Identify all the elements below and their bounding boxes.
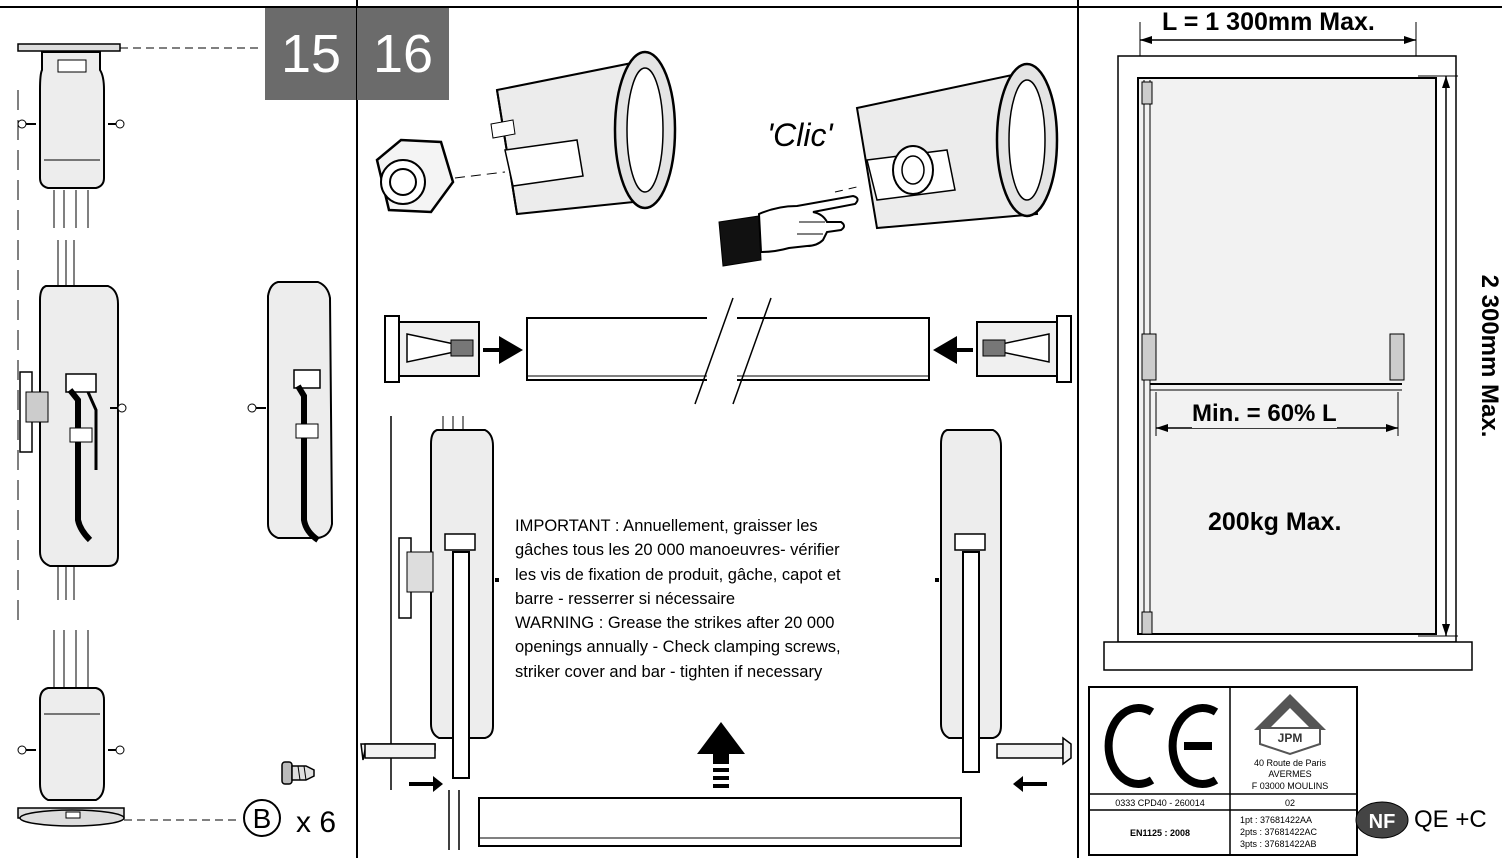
up-arrow-icon bbox=[697, 722, 745, 788]
address-line: F 03000 MOULINS bbox=[1252, 781, 1329, 791]
hex-nut bbox=[375, 138, 455, 214]
ref-line: 3pts : 37681422AB bbox=[1240, 839, 1317, 849]
height-dimension bbox=[1418, 75, 1458, 637]
screw-icon bbox=[17, 745, 36, 755]
top-latch-device bbox=[39, 51, 105, 228]
screw-icon bbox=[996, 736, 1072, 766]
jpm-brand: JPM bbox=[1278, 731, 1303, 745]
panel-step-16: 'Clic' bbox=[357, 0, 1078, 858]
screw-icon bbox=[110, 403, 127, 413]
nf-qe-label: QE +C bbox=[1414, 806, 1487, 833]
height-limit-label: 2 300mm Max. bbox=[1476, 275, 1502, 438]
cpd-number: 0333 CPD40 - 260014 bbox=[1115, 798, 1205, 808]
note-line-fr: IMPORTANT : Annuellement, graisser les bbox=[515, 517, 818, 535]
ref-line: 2pts : 37681422AC bbox=[1240, 827, 1318, 837]
load-limit-label: 200kg Max. bbox=[1208, 508, 1342, 536]
min-bar-label: Min. = 60% L bbox=[1192, 400, 1337, 428]
note-line-fr: les vis de fixation de produit, gâche, c… bbox=[515, 565, 841, 584]
maintenance-note: IMPORTANT : Annuellement, graisser les g… bbox=[515, 514, 915, 684]
screw-b-badge bbox=[243, 799, 281, 837]
certification-block: JPM 40 Route de Paris AVERMES F 03000 MO… bbox=[1088, 686, 1358, 856]
lower-left-device bbox=[390, 416, 499, 850]
end-fitting-left bbox=[384, 315, 480, 383]
note-line-en: striker cover and bar - tighten if neces… bbox=[515, 662, 823, 681]
door-frame bbox=[1103, 55, 1473, 671]
step-16-drawing: 'Clic' bbox=[360, 50, 1072, 850]
screw-b-icon bbox=[281, 761, 315, 785]
arrow-right-small bbox=[409, 776, 443, 792]
note-line-en: openings annually - Check clamping screw… bbox=[515, 638, 841, 657]
cover-device bbox=[267, 281, 334, 543]
step-number-16: 16 bbox=[357, 8, 449, 100]
step-number-15: 15 bbox=[265, 8, 357, 100]
insertion-line bbox=[454, 171, 506, 179]
middle-lock-device bbox=[19, 240, 119, 600]
end-cap-left bbox=[490, 50, 677, 216]
width-limit-label: L = 1 300mm Max. bbox=[1162, 8, 1375, 36]
clic-label: 'Clic' bbox=[767, 117, 834, 153]
panel-divider bbox=[1077, 0, 1079, 858]
screw-icon bbox=[247, 403, 266, 413]
end-fitting-right bbox=[976, 315, 1072, 383]
screw-count: x 6 bbox=[296, 806, 336, 839]
lower-right-device bbox=[935, 429, 1002, 773]
cpd-index: 02 bbox=[1285, 798, 1295, 808]
pointing-hand-icon bbox=[718, 194, 859, 267]
address-line: 40 Route de Paris bbox=[1254, 758, 1327, 768]
note-line-en: WARNING : Grease the strikes after 20 00… bbox=[515, 614, 835, 633]
bottom-bar bbox=[478, 797, 962, 847]
push-arrow-right bbox=[483, 336, 523, 364]
jpm-logo bbox=[1254, 694, 1326, 756]
cert-grid: JPM 40 Route de Paris AVERMES F 03000 MO… bbox=[1090, 688, 1356, 854]
end-cap-right bbox=[855, 62, 1059, 230]
bottom-latch-device bbox=[17, 630, 125, 827]
insertion-line bbox=[834, 185, 862, 193]
ref-line: 1pt : 37681422AA bbox=[1240, 815, 1312, 825]
push-arrow-left bbox=[933, 336, 973, 364]
panel-divider bbox=[356, 0, 358, 858]
arrow-left-small bbox=[1013, 776, 1047, 792]
door-drawing: 2 300mm Max. bbox=[1103, 22, 1502, 671]
screw-letter: B bbox=[253, 803, 272, 834]
ce-mark-icon bbox=[1104, 704, 1219, 788]
note-line-fr: barre - resserrer si nécessaire bbox=[515, 589, 736, 608]
panel-step-15: B x 6 15 bbox=[0, 0, 357, 858]
panel-door-limits: 2 300mm Max. L = 1 300mm Max. Min. = 60%… bbox=[1078, 0, 1502, 858]
screw-icon bbox=[360, 743, 436, 761]
note-line-fr: gâches tous les 20 000 manoeuvres- vérif… bbox=[515, 541, 840, 560]
header-plate bbox=[17, 43, 121, 52]
top-rule bbox=[0, 6, 1502, 8]
min-bar-dimension bbox=[1155, 392, 1399, 436]
bar-tube bbox=[526, 297, 930, 406]
screw-icon bbox=[108, 119, 125, 129]
screw-icon bbox=[108, 745, 125, 755]
norm-label: EN1125 : 2008 bbox=[1130, 828, 1190, 838]
step-15-drawing: B x 6 bbox=[17, 43, 336, 839]
screw-icon bbox=[17, 119, 36, 129]
address-line: AVERMES bbox=[1268, 769, 1311, 779]
